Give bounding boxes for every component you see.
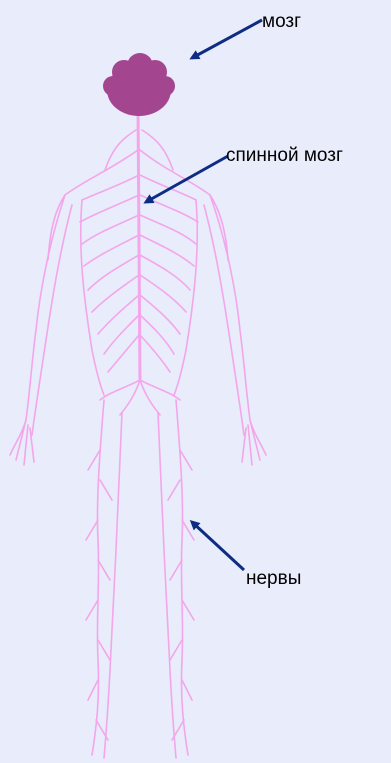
brain-shape xyxy=(103,53,175,116)
arrow-brain xyxy=(192,20,262,58)
nerve-hand-left-b xyxy=(24,425,28,465)
nerve-pelvis xyxy=(100,380,180,415)
nerve-arm-right xyxy=(210,195,266,455)
nerve-network xyxy=(10,105,266,758)
nerve-shoulder-right xyxy=(140,150,228,260)
label-spinal-cord: спинной мозг xyxy=(226,146,343,165)
nerve-leg-left-inner xyxy=(104,412,122,758)
nerve-leg-right-inner xyxy=(158,412,176,758)
nerve-torso-branches-right xyxy=(140,175,198,372)
label-brain: мозг xyxy=(262,12,301,31)
nerve-torso-branches-left xyxy=(80,175,139,372)
arrow-nerves xyxy=(192,522,244,570)
nerve-arm-left xyxy=(10,195,65,455)
nerve-torso-side-left xyxy=(81,200,104,395)
nerve-neck-left xyxy=(105,130,136,170)
nerve-torso-side-right xyxy=(174,200,197,395)
label-nerves: нервы xyxy=(246,569,301,588)
nerve-neck-right xyxy=(142,130,173,170)
nerve-hand-right-b xyxy=(248,425,252,465)
spinal-cord xyxy=(138,105,140,380)
